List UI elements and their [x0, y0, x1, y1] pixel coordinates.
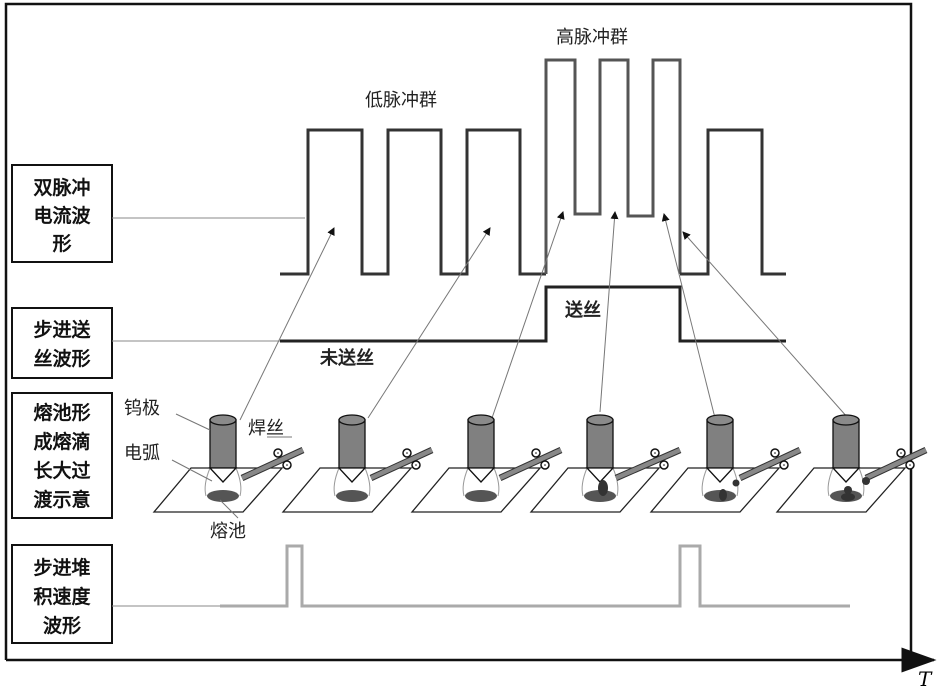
base-plate: [529, 467, 661, 513]
svg-text:渡示意: 渡示意: [33, 488, 90, 511]
svg-text:波形: 波形: [43, 614, 81, 637]
arc-label: 电弧: [124, 443, 160, 464]
row-label-droplet: 熔池形 成熔滴 长大过 渡示意: [11, 392, 113, 519]
arc: [581, 467, 619, 497]
weld-pool: [207, 490, 239, 502]
row-label-deposition: 步进堆 积速度 波形: [11, 544, 113, 644]
tungsten-electrode: [586, 419, 614, 469]
svg-text:积速度: 积速度: [33, 585, 91, 608]
svg-text:熔池形: 熔池形: [33, 401, 90, 424]
svg-text:电流波: 电流波: [33, 204, 91, 227]
row-label-current: 双脉冲 电流波 形: [11, 164, 113, 263]
filler-wire-label: 焊丝: [248, 418, 284, 439]
electrode-tip: [337, 467, 367, 483]
welding-stage-figure: [410, 414, 563, 513]
weld-pool: [336, 490, 368, 502]
welding-stage-figure: [649, 414, 802, 513]
pulse-arrows: [239, 211, 849, 421]
double-pulse-current-waveform: [280, 128, 546, 276]
wire-feed-on-label: 送丝: [564, 299, 601, 321]
svg-text:步进送: 步进送: [33, 318, 91, 341]
tungsten-electrode: [706, 419, 734, 469]
svg-text:成熔滴: 成熔滴: [33, 430, 90, 453]
high-pulse-group-waveform: [544, 58, 682, 274]
weld-pool: [465, 490, 497, 502]
wire-feed-waveform: [280, 285, 786, 343]
arc: [333, 467, 371, 497]
low-pulse-waveform-tail: [680, 128, 786, 276]
electrode-tip: [585, 467, 615, 483]
wire-feed-off-label: 未送丝: [320, 347, 374, 369]
base-plate: [649, 467, 781, 513]
electrode-tip: [466, 467, 496, 483]
tungsten-electrode-label: 钨极: [124, 398, 160, 419]
welding-stage-figure: [775, 414, 928, 513]
electrode-tip: [705, 467, 735, 483]
svg-text:形: 形: [52, 233, 71, 255]
time-axis-label: T: [918, 667, 933, 691]
tungsten-electrode: [209, 419, 237, 469]
arc: [204, 467, 242, 497]
tungsten-electrode: [832, 419, 860, 469]
svg-text:丝波形: 丝波形: [33, 347, 90, 370]
welding-stage-figure: [152, 414, 305, 513]
arc: [462, 467, 500, 497]
base-plate: [281, 467, 413, 513]
weld-pool-label: 熔池: [210, 521, 246, 542]
electrode-tip: [831, 467, 861, 483]
frame: [4, 2, 913, 660]
welding-stage-figure: [281, 414, 434, 513]
base-plate: [152, 467, 284, 513]
welding-stage-figure: [529, 414, 682, 513]
low-pulse-group-label: 低脉冲群: [365, 90, 437, 111]
svg-text:长大过: 长大过: [33, 459, 90, 482]
tungsten-electrode: [467, 419, 495, 469]
svg-text:步进堆: 步进堆: [33, 556, 90, 579]
high-pulse-group-label: 高脉冲群: [556, 27, 628, 48]
svg-text:双脉冲: 双脉冲: [33, 176, 90, 199]
electrode-tip: [208, 467, 238, 483]
weld-pool: [584, 490, 616, 502]
row-label-wire-feed: 步进送 丝波形: [11, 307, 113, 379]
base-plate: [410, 467, 542, 513]
tungsten-electrode: [338, 419, 366, 469]
deposition-rate-waveform: [220, 544, 850, 608]
base-plate: [775, 467, 907, 513]
